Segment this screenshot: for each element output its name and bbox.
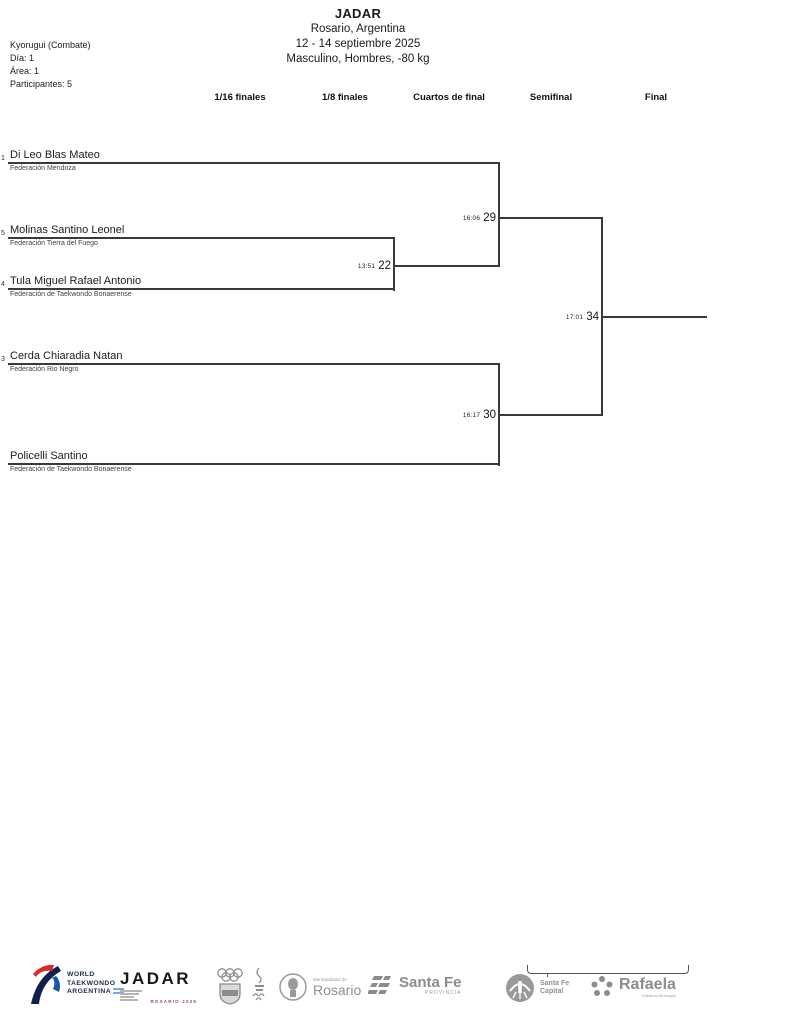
entrant-club: Federación Mendoza	[10, 165, 76, 172]
footer-bracket-decoration-tick	[547, 973, 548, 977]
round-header-semifinal: Semifinal	[529, 92, 573, 103]
entrant-tula: 4 Tula Miguel Rafael Antonio Federación …	[1, 274, 395, 298]
match-time: 16:17	[462, 411, 481, 419]
bracket-line-match22-out	[393, 265, 500, 267]
page-header: JADAR Rosario, Argentina 12 - 14 septiem…	[158, 6, 558, 67]
jadar-subtitle: ROSARIO 2025	[150, 999, 198, 1004]
event-info-block: Kyorugui (Combate) Día: 1 Área: 1 Partic…	[10, 39, 91, 91]
event-area: Área: 1	[10, 66, 40, 76]
footer-bracket-decoration	[527, 965, 689, 974]
wt-line3: ARGENTINA	[67, 988, 125, 997]
match-label-22: 13:51 22	[291, 258, 391, 274]
logo-santa-fe-capital: Santa Fe Capital	[505, 973, 569, 1003]
jadar-fine-print	[120, 990, 142, 1002]
rafaela-wordmark: Rafaela	[619, 975, 676, 993]
rosario-top-text: Municipalidad de	[313, 977, 347, 982]
entrant-club: Federación de Taekwondo Bonaerense	[10, 291, 132, 298]
entrant-name: Molinas Santino Leonel	[10, 224, 125, 236]
entrant-club: Federación Tierra del Fuego	[10, 240, 98, 247]
jadar-wordmark: JADAR	[120, 969, 192, 988]
entrant-name: Di Leo Blas Mateo	[10, 149, 100, 161]
match-label-29: 16:06 29	[396, 210, 496, 226]
entrant-seed: 4	[1, 281, 5, 288]
entrant-name: Tula Miguel Rafael Antonio	[10, 275, 142, 287]
rafaela-subtitle: Gobierno Municipal	[641, 992, 676, 998]
logo-rafaela: Rafaela Gobierno Municipal	[590, 975, 676, 999]
bracket-line-qf2-out	[498, 414, 603, 416]
bracket-line-final-out	[601, 316, 707, 318]
entrant-molinas: 5 Molinas Santino Leonel Federación Tier…	[1, 223, 395, 247]
round-header-1-16: 1/16 finales	[214, 92, 266, 103]
santa-fe-capital-line1: Santa Fe	[540, 980, 570, 987]
santa-fe-capital-bridge-icon	[506, 974, 534, 1002]
event-title: JADAR	[334, 6, 382, 21]
event-dates: 12 - 14 septiembre 2025	[295, 38, 421, 50]
match-label-34: 17:01 34	[499, 309, 599, 325]
santa-fe-provincia-bars-icon	[368, 976, 391, 994]
event-participants: Participantes: 5	[10, 79, 73, 89]
bracket-line-qf1-out	[498, 217, 603, 219]
event-discipline: Kyorugui (Combate)	[10, 40, 91, 50]
entrant-policelli: Policelli Santino Federación de Taekwond…	[8, 449, 500, 473]
argentina-flag-icon	[113, 988, 125, 995]
match-number: 34	[586, 311, 599, 323]
entrant-cerda: 3 Cerda Chiaradia Natan Federación Rio N…	[1, 349, 500, 373]
entrant-club: Federación Rio Negro	[10, 366, 79, 373]
entrant-name: Cerda Chiaradia Natan	[10, 350, 123, 362]
round-header-quarterfinal: Cuartos de final	[413, 92, 485, 103]
match-time: 13:51	[357, 262, 376, 270]
rosario-crest-icon	[279, 973, 307, 1001]
santa-fe-provincia-wordmark: Santa Fe	[399, 974, 462, 991]
entrant-seed: 1	[1, 155, 5, 162]
logo-santa-fe-provincia: Santa Fe PROVINCIA	[368, 975, 462, 997]
wt-line1: WORLD	[67, 971, 95, 979]
match-time: 16:06	[462, 214, 481, 222]
event-day: Día: 1	[10, 53, 35, 63]
match-number: 22	[378, 260, 391, 272]
world-taekwondo-mark-icon	[31, 964, 61, 1004]
logo-municipalidad-rosario: Municipalidad de Rosario	[278, 972, 361, 1002]
santa-fe-provincia-subtitle: PROVINCIA	[425, 990, 462, 996]
logo-world-taekwondo-argentina: WORLD TAEKWONDO ARGENTINA	[28, 963, 125, 1005]
logo-jadar: JADAR ROSARIO 2025	[120, 970, 197, 1008]
entrant-seed: 3	[1, 356, 5, 363]
event-category: Masculino, Hombres, -80 kg	[286, 53, 430, 65]
wt-argentina-wordmark: WORLD TAEKWONDO ARGENTINA	[67, 971, 125, 997]
entrant-club: Federación de Taekwondo Bonaerense	[10, 466, 132, 473]
match-number: 30	[483, 409, 496, 421]
entrant-di-leo: 1 Di Leo Blas Mateo Federación Mendoza	[1, 148, 500, 172]
entrant-seed: 5	[1, 230, 5, 237]
event-location: Rosario, Argentina	[310, 23, 406, 35]
wt-line2: TAEKWONDO	[67, 979, 116, 987]
round-header-final: Final	[644, 92, 668, 103]
santa-fe-capital-line2: Capital	[540, 988, 564, 995]
rosario-wordmark: Rosario	[313, 982, 362, 998]
match-number: 29	[483, 212, 496, 224]
logo-olympic-paralympic-committee	[213, 966, 269, 1017]
rafaela-pinwheel-icon	[591, 976, 613, 996]
match-label-30: 16:17 30	[396, 407, 496, 423]
bracket-line-match22-vertical	[393, 238, 395, 291]
round-header-1-8: 1/8 finales	[322, 92, 368, 103]
bracket-line-qf1-vertical	[498, 163, 500, 267]
olympic-rings-shield-icon	[217, 967, 265, 1005]
match-time: 17:01	[565, 313, 584, 321]
entrant-name: Policelli Santino	[10, 450, 88, 462]
